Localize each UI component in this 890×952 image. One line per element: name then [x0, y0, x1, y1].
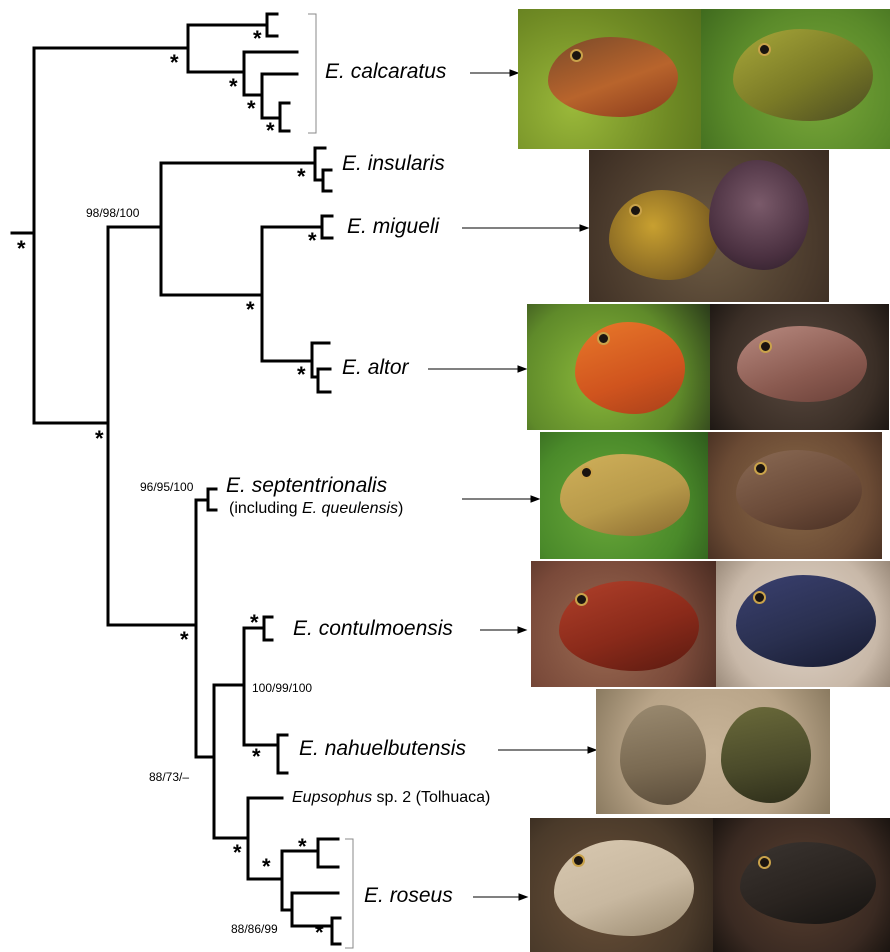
frog-eye: [753, 591, 766, 604]
frog-calcaratus-2: [733, 29, 873, 121]
frog-eye: [759, 340, 772, 353]
frog-migueli-1: [609, 190, 719, 280]
frog-nahuelbutensis-1: [620, 705, 706, 805]
taxon-label-sp2: Eupsophus sp. 2 (Tolhuaca): [292, 789, 490, 807]
taxon-epithet: nahuelbutensis: [325, 737, 466, 760]
taxon-label-calcaratus: E. calcaratus: [325, 61, 446, 83]
support-star: *: [262, 856, 271, 878]
support-value: 100/99/100: [252, 681, 312, 695]
frog-eye: [572, 854, 585, 867]
support-star: *: [246, 299, 255, 321]
support-star: *: [229, 76, 238, 98]
support-star: *: [266, 120, 275, 142]
frog-eye: [570, 49, 583, 62]
support-value: 96/95/100: [140, 480, 193, 494]
taxon-label-roseus: E. roseus: [364, 885, 453, 907]
taxon-label-insularis: E. insularis: [342, 153, 445, 175]
photo-insularis-migueli: [589, 150, 829, 302]
taxon-label-altor: E. altor: [342, 357, 409, 379]
frog-septentrionalis-1: [560, 454, 690, 536]
branch-septentrionalis: [196, 489, 216, 510]
frog-contulmoensis-2: [736, 575, 876, 667]
taxon-genus: E.: [325, 60, 345, 83]
taxon-epithet: migueli: [373, 215, 440, 238]
taxon-epithet: altor: [368, 356, 409, 379]
support-star: *: [308, 230, 317, 252]
support-value: 88/73/–: [149, 770, 189, 784]
frog-eye: [580, 466, 593, 479]
taxon-label-contulmoensis: E. contulmoensis: [293, 618, 453, 640]
bracket-calcaratus: [308, 14, 316, 133]
frog-migueli-2: [709, 160, 809, 270]
taxon-rest: sp. 2 (Tolhuaca): [377, 789, 491, 806]
support-value: 98/98/100: [86, 206, 139, 220]
frog-eye: [754, 462, 767, 475]
taxon-epithet: contulmoensis: [319, 617, 453, 640]
support-star: *: [298, 836, 307, 858]
photo-calcaratus: [518, 9, 890, 149]
taxon-genus: E.: [342, 356, 362, 379]
frog-altor-2: [737, 326, 867, 402]
taxon-epithet: roseus: [390, 884, 453, 907]
frog-roseus-2: [740, 842, 876, 924]
support-star: *: [95, 428, 104, 450]
taxon-epithet: septentrionalis: [252, 474, 387, 497]
support-star: *: [297, 166, 306, 188]
taxon-label-migueli: E. migueli: [347, 216, 439, 238]
frog-eye: [597, 332, 610, 345]
frog-septentrionalis-2: [736, 450, 862, 530]
taxon-epithet: calcaratus: [351, 60, 447, 83]
photo-septentrionalis: [540, 432, 882, 559]
photo-contulmoensis: [531, 561, 890, 687]
support-star: *: [17, 238, 26, 260]
frog-calcaratus-1: [548, 37, 678, 117]
frog-eye: [575, 593, 588, 606]
support-star: *: [252, 746, 261, 768]
taxon-genus: E.: [226, 474, 246, 497]
photo-nahuelbutensis: [596, 689, 830, 814]
support-star: *: [247, 98, 256, 120]
support-star: *: [170, 52, 179, 74]
taxon-genus: E.: [342, 152, 362, 175]
frog-altor-1: [575, 322, 685, 414]
branch-migueli: [262, 216, 332, 238]
branch-roseus-clade: [214, 798, 282, 879]
frog-eye: [758, 43, 771, 56]
branch-calcaratus-clade: [34, 25, 188, 72]
frog-eye: [758, 856, 771, 869]
branch-northern-clade: [108, 163, 161, 295]
taxon-genus: Eupsophus: [292, 789, 372, 806]
support-star: *: [315, 922, 324, 944]
photo-altor: [527, 304, 889, 430]
support-star: *: [250, 612, 259, 634]
frog-eye: [629, 204, 642, 217]
taxon-genus: E.: [347, 215, 367, 238]
branch-nahuelbutensis: [244, 735, 287, 773]
branch-calcaratus-b: [188, 52, 297, 131]
taxon-genus: E.: [293, 617, 313, 640]
branch-southern-inner: [196, 685, 214, 838]
taxon-genus: E.: [299, 737, 319, 760]
support-star: *: [180, 629, 189, 651]
support-star: *: [233, 842, 242, 864]
branch-contulmoensis-nahuelbutensis: [214, 628, 244, 745]
branch-calcaratus-a: [188, 14, 277, 36]
branch-migueli-altor: [161, 227, 262, 361]
photo-roseus: [530, 818, 890, 952]
bracket-roseus: [345, 839, 353, 948]
taxon-genus: E.: [364, 884, 384, 907]
taxon-note-septentrionalis: (including E. queulensis): [229, 500, 403, 518]
branch-altor: [262, 343, 330, 392]
frog-nahuelbutensis-2: [721, 707, 811, 803]
support-star: *: [297, 364, 306, 386]
support-star: *: [253, 28, 262, 50]
taxon-label-septentrionalis: E. septentrionalis: [226, 475, 387, 497]
support-value: 88/86/99: [231, 922, 278, 936]
taxon-epithet: insularis: [368, 152, 445, 175]
taxon-label-nahuelbutensis: E. nahuelbutensis: [299, 738, 466, 760]
